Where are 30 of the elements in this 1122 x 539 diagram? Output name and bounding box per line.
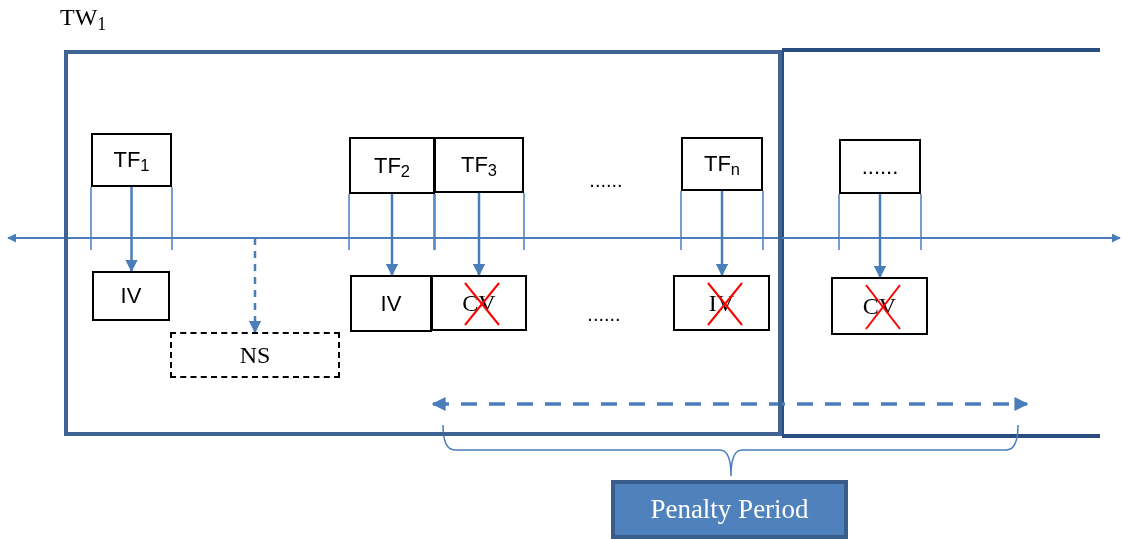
result-box: [673, 275, 770, 331]
penalty-period-box: [611, 480, 848, 539]
ellipsis-label: ......: [586, 302, 622, 327]
node-label: TF$_{1}$: [113, 149, 150, 171]
node-label: ......: [861, 155, 899, 178]
node-label: NS: [239, 343, 271, 367]
arrow: [472, 193, 486, 277]
node-label: TF$_{2}$: [373, 154, 411, 177]
result-box: [170, 332, 340, 378]
node-label: IV: [380, 292, 402, 315]
result-box: [92, 271, 170, 321]
arrow: [873, 194, 887, 279]
arrow: [125, 187, 138, 273]
window-label: TW$_{1}$: [60, 5, 107, 29]
arrow: [715, 191, 729, 277]
arrow: [248, 238, 262, 334]
result-box: [431, 275, 527, 331]
trigger-box: [681, 137, 763, 191]
trigger-box: [839, 139, 921, 194]
arrow: [385, 194, 399, 277]
trigger-box: [434, 137, 524, 193]
result-box: [831, 277, 928, 335]
result-box: [350, 275, 432, 332]
node-label: Penalty Period: [650, 496, 809, 523]
node-label: IV: [120, 285, 142, 307]
node-label: TF$_{3}$: [460, 154, 498, 176]
trigger-box: [91, 133, 172, 187]
node-label: TF$_{n}$: [703, 153, 741, 175]
trigger-box: [349, 137, 435, 194]
ellipsis-label: ......: [588, 168, 624, 193]
